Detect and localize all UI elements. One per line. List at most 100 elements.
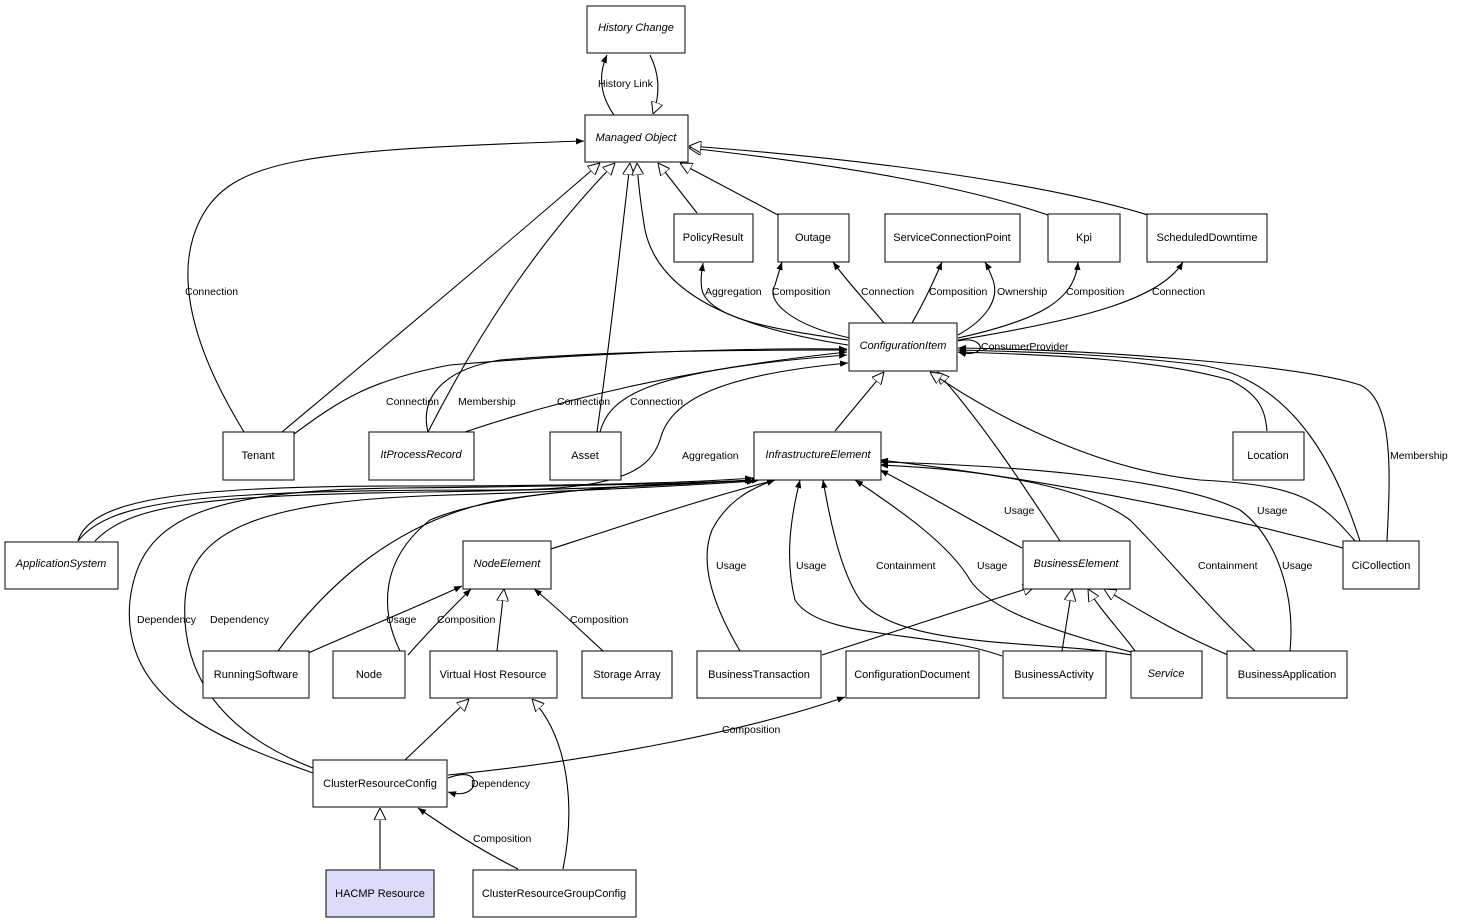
class-label: Managed Object (596, 132, 678, 144)
edge-label: Composition (1066, 286, 1125, 298)
edge-label: Composition (570, 614, 629, 626)
edge-label: Usage (386, 614, 417, 626)
edge-ci-kpi-composition: Composition (957, 261, 1125, 339)
edge-crc-configurationdocument-composition: Composition (447, 696, 846, 776)
class-outage[interactable]: Outage (777, 213, 850, 263)
edge-businesstransaction-ie-usage: Usage (706, 479, 776, 652)
edge-businessapplication-businesselement (1104, 589, 1229, 656)
edge-label: Ownership (997, 286, 1047, 298)
class-configuration-item[interactable]: ConfigurationItem (848, 322, 958, 372)
edge-runningsoftware-nodeelement-usage: Usage (305, 585, 463, 655)
edge-asset-managed-object (596, 163, 630, 433)
edge-label: Composition (437, 614, 496, 626)
class-label: BusinessApplication (1238, 669, 1336, 681)
edge-label: Dependency (210, 614, 270, 626)
class-kpi[interactable]: Kpi (1047, 213, 1121, 263)
edge-label: Membership (1390, 450, 1448, 462)
class-node-element[interactable]: NodeElement (462, 540, 552, 590)
class-label: ServiceConnectionPoint (893, 232, 1010, 244)
edge-ie-ci-generalization (834, 372, 884, 432)
edge-tenant-managed-object-generalization (281, 163, 600, 433)
class-label: Asset (571, 450, 599, 462)
edge-cicollection-ci-containment: Membership (957, 344, 1448, 542)
edge-businesselement-ci-generalization (937, 372, 1061, 542)
class-service-connection-point[interactable]: ServiceConnectionPoint (884, 213, 1021, 263)
edge-itpr-ci-membership: Membership (425, 346, 848, 433)
class-it-process-record[interactable]: ItProcessRecord (368, 431, 475, 481)
edge-crc-vhr-generalization (404, 699, 469, 761)
edge-label: Connection (630, 396, 683, 408)
class-label: ClusterResourceGroupConfig (482, 888, 626, 900)
class-label: ConfigurationItem (860, 340, 947, 352)
edge-crgc-vhr-generalization (532, 699, 570, 870)
edge-label: Usage (1257, 505, 1288, 517)
class-business-application[interactable]: BusinessApplication (1226, 650, 1348, 699)
edge-label: Connection (185, 286, 238, 298)
class-label: InfrastructureElement (765, 449, 871, 461)
edge-ci-scp-ownership: Ownership (957, 261, 1047, 336)
class-service[interactable]: Service (1130, 650, 1203, 699)
class-infrastructure-element[interactable]: InfrastructureElement (753, 431, 882, 481)
class-cluster-resource-config[interactable]: ClusterResourceConfig (312, 759, 448, 808)
class-location[interactable]: Location (1232, 431, 1305, 481)
edge-policyresult-managed-object (658, 163, 698, 214)
class-label: ItProcessRecord (380, 449, 462, 461)
class-managed-object[interactable]: Managed Object (584, 114, 689, 163)
class-label: Virtual Host Resource (440, 669, 547, 681)
edge-itprocessrecord-managed-object (427, 163, 615, 433)
edge-ci-policyresult-aggregation: Aggregation (698, 262, 849, 341)
class-label: BusinessActivity (1014, 669, 1094, 681)
edge-cicollection-ci-membership (957, 346, 1361, 542)
edge-label: Composition (929, 286, 988, 298)
edge-label: Aggregation (705, 286, 762, 298)
edge-cicollection-ci-generalization (930, 372, 1356, 542)
edge-businessactivity-businesselement (1061, 589, 1072, 652)
edge-nodeelement-ie (550, 478, 776, 550)
edge-appsystem-ie-2 (94, 477, 754, 542)
class-history-change[interactable]: History Change (586, 5, 686, 54)
edge-itpr-ci-connection: Connection (464, 349, 848, 433)
class-label: HACMP Resource (335, 888, 425, 900)
class-label: Kpi (1076, 232, 1092, 244)
edge-label: Connection (1152, 286, 1205, 298)
class-running-software[interactable]: RunningSoftware (202, 650, 310, 699)
class-ci-collection[interactable]: CiCollection (1342, 540, 1420, 590)
class-label: CiCollection (1352, 560, 1411, 572)
edge-label: Connection (557, 396, 610, 408)
edge-label: History Link (598, 78, 654, 90)
edge-label: Connection (861, 286, 914, 298)
edge-label: Dependency (137, 614, 197, 626)
edge-service-businesselement (1088, 589, 1136, 652)
class-label: ApplicationSystem (15, 558, 107, 570)
class-virtual-host-resource[interactable]: Virtual Host Resource (429, 650, 558, 699)
class-policy-result[interactable]: PolicyResult (673, 213, 754, 263)
class-cluster-resource-group-config[interactable]: ClusterResourceGroupConfig (472, 869, 637, 918)
edge-location-ci-membership (957, 349, 1268, 432)
edge-label: Usage (1282, 560, 1313, 572)
class-configuration-document[interactable]: ConfigurationDocument (845, 650, 980, 699)
edge-crc-ie-dependency-1: Dependency (128, 477, 754, 774)
class-application-system[interactable]: ApplicationSystem (4, 541, 119, 590)
edge-node-nodeelement-composition: Composition (407, 588, 496, 656)
class-hacmp-resource[interactable]: HACMP Resource (325, 869, 435, 918)
edge-history-link: History Link (598, 54, 654, 116)
class-business-element[interactable]: BusinessElement (1022, 540, 1131, 590)
class-label: Outage (795, 232, 831, 244)
class-scheduled-downtime[interactable]: ScheduledDowntime (1146, 213, 1268, 263)
class-label: History Change (598, 22, 674, 34)
class-label: BusinessTransaction (708, 669, 810, 681)
class-business-transaction[interactable]: BusinessTransaction (696, 650, 822, 699)
class-tenant[interactable]: Tenant (222, 431, 295, 481)
edge-ci-outage-connection: Connection (832, 261, 914, 324)
class-business-activity[interactable]: BusinessActivity (1002, 650, 1107, 699)
class-storage-array[interactable]: Storage Array (581, 650, 673, 699)
edge-label: Containment (1198, 560, 1258, 572)
edge-cicollection-ie-usage: Usage (879, 457, 1344, 549)
edge-label: Usage (1004, 505, 1035, 517)
class-node[interactable]: Node (332, 650, 406, 699)
edge-ci-scp-composition: Composition (911, 261, 988, 324)
edge-label: Dependency (471, 778, 531, 790)
edge-crc-self-dependency: Dependency (447, 774, 531, 798)
class-label: Storage Array (593, 669, 661, 681)
class-asset[interactable]: Asset (549, 431, 622, 481)
